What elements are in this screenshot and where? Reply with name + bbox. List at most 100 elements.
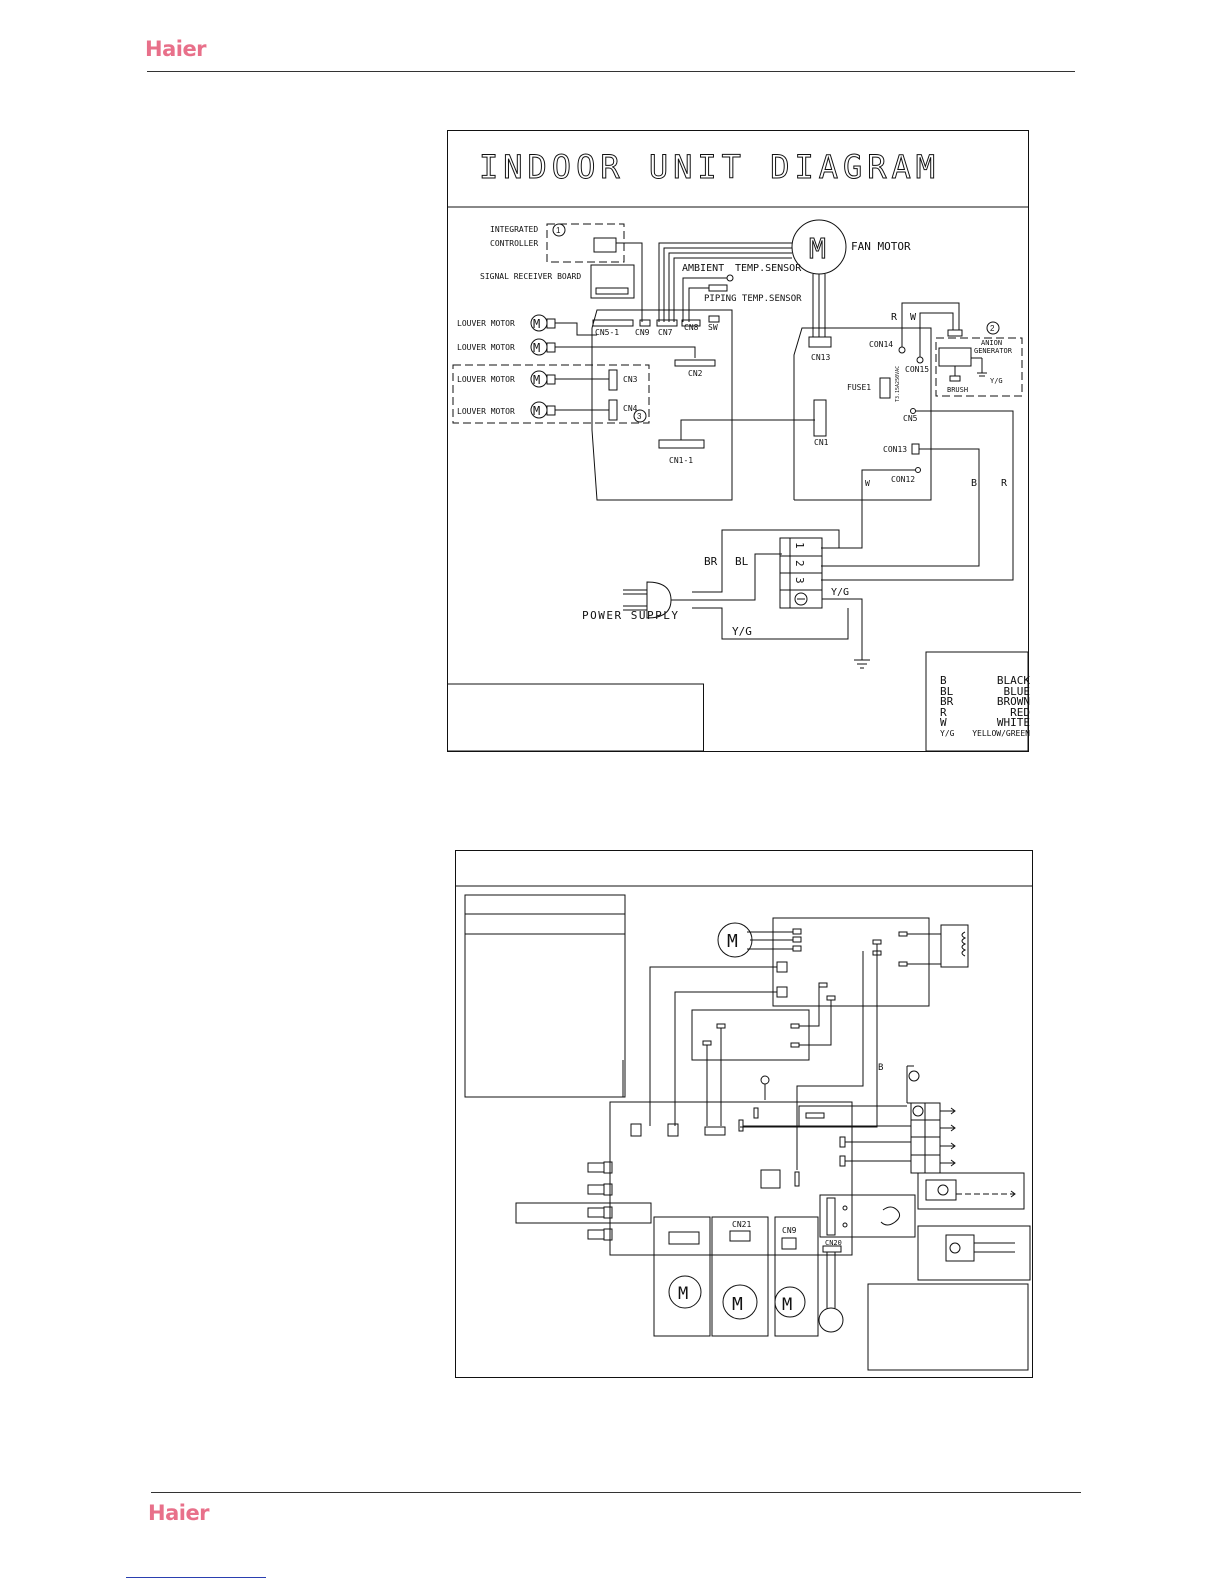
integrated-num: 1 bbox=[556, 226, 561, 235]
d2-module-2-icon bbox=[949, 1242, 961, 1254]
generator-label: GENERATOR bbox=[974, 347, 1013, 355]
terminal-1: 1 bbox=[793, 542, 806, 549]
d2-coil-module-coil bbox=[880, 1206, 901, 1226]
header-rule bbox=[147, 71, 1075, 72]
wire-label-br: BR bbox=[704, 555, 718, 568]
d2-motor-3 bbox=[774, 1286, 806, 1318]
anion-yg-label: Y/G bbox=[990, 377, 1003, 385]
d2-main-term-2 bbox=[738, 1119, 744, 1132]
wire-louver-2 bbox=[555, 346, 696, 358]
d2-middle-board-term-4 bbox=[790, 1042, 800, 1048]
d2-arrowhead-3 bbox=[950, 1142, 956, 1150]
terminal-3: 3 bbox=[793, 577, 806, 584]
d2-motor-box-3 bbox=[774, 1216, 819, 1337]
d2-module-2 bbox=[917, 1225, 1031, 1281]
d2-coil-module-dot-2 bbox=[842, 1222, 848, 1228]
d2-main-term-4 bbox=[839, 1136, 846, 1148]
d2-coil-module-dot-1 bbox=[842, 1205, 848, 1211]
d2-wire-a bbox=[649, 966, 777, 1126]
anion-generator-box bbox=[935, 337, 1023, 397]
piping-label: PIPING TEMP.SENSOR bbox=[704, 294, 802, 304]
integrated-label: INTEGRATED bbox=[490, 225, 538, 234]
anion-num: 2 bbox=[990, 324, 995, 333]
d2-main-term-3 bbox=[805, 1112, 825, 1119]
anion-connector bbox=[947, 329, 963, 337]
d2-notes-box bbox=[867, 1283, 1029, 1371]
legend-name: BLUE bbox=[1003, 684, 1031, 698]
d2-mid-wire-1 bbox=[799, 987, 820, 1027]
legend-box bbox=[925, 651, 1029, 752]
legend-code: Y/G bbox=[940, 728, 955, 738]
signal-board-label: SIGNAL RECEIVER BOARD bbox=[480, 272, 581, 281]
sw-label: SW bbox=[708, 323, 718, 332]
d2-wire-e bbox=[740, 944, 878, 1128]
cn5-label: CN5 bbox=[903, 414, 918, 423]
wire-cn9-controller bbox=[616, 242, 643, 322]
d2-fan-plug-2 bbox=[792, 936, 802, 943]
cn4-label: CN4 bbox=[623, 404, 638, 413]
con13-terminal bbox=[911, 443, 920, 455]
d2-wire-b bbox=[674, 991, 777, 1126]
wiring-diagram-2: M B bbox=[455, 850, 1033, 1378]
d2-left-conn-1a bbox=[587, 1162, 605, 1173]
left-pcb bbox=[591, 309, 733, 501]
wire-label-yg-high: Y/G bbox=[831, 587, 849, 598]
cn2-label: CN2 bbox=[688, 369, 703, 378]
d2-left-conn-3a bbox=[587, 1207, 605, 1218]
wire-label-r-top: R bbox=[891, 312, 898, 323]
d2-cn20-label: CN20 bbox=[825, 1239, 842, 1247]
d2-fan-plug-1 bbox=[792, 928, 802, 935]
fuse1-label: FUSE1 bbox=[847, 383, 871, 392]
cn9-label: CN9 bbox=[635, 328, 650, 337]
controller-label: CONTROLLER bbox=[490, 239, 538, 248]
legend-row: BL BLUE bbox=[940, 684, 1031, 698]
louver-motor-1-m: M bbox=[533, 317, 540, 331]
cn5-1-label: CN5-1 bbox=[595, 328, 619, 337]
legend-row: R RED bbox=[940, 705, 1030, 719]
d2-terminal-ground bbox=[912, 1105, 924, 1117]
legend-name: BROWN bbox=[996, 695, 1030, 709]
power-supply-label: POWER SUPPLY bbox=[582, 609, 679, 622]
louver-motor-1-label: LOUVER MOTOR bbox=[457, 319, 515, 328]
d2-middle-board-term-2 bbox=[702, 1040, 712, 1046]
right-pcb bbox=[793, 327, 932, 501]
signal-board bbox=[590, 264, 635, 299]
d2-motor-2 bbox=[722, 1284, 758, 1320]
ambient-sensor bbox=[726, 274, 734, 282]
bottom-link-underline bbox=[126, 1577, 266, 1578]
con15-terminal bbox=[916, 356, 924, 364]
cn4-num-circle bbox=[633, 409, 647, 423]
d2-module-1 bbox=[917, 1172, 1025, 1210]
footer-rule bbox=[151, 1492, 1081, 1493]
wire-br bbox=[692, 529, 840, 593]
wire-cn7-a bbox=[658, 242, 792, 322]
con12-label: CON12 bbox=[891, 475, 915, 484]
fuse1 bbox=[879, 377, 891, 399]
wire-r-cn5 bbox=[821, 410, 1014, 581]
cn8-label: CN8 bbox=[684, 323, 699, 332]
d2-arrowhead-1 bbox=[950, 1107, 956, 1115]
legend-code: R bbox=[940, 705, 947, 719]
piping-sensor bbox=[708, 284, 728, 292]
indoor-unit-diagram: INDOOR UNIT DIAGRAM INTEGRATED CONTROLLE… bbox=[447, 130, 1031, 752]
d2-main-conn-1 bbox=[630, 1123, 642, 1137]
wire-con15-anion bbox=[919, 312, 954, 357]
wire-label-yg-low: Y/G bbox=[732, 625, 752, 638]
diagram2-notes-table bbox=[464, 894, 626, 1098]
d2-main-conn-3 bbox=[704, 1126, 726, 1136]
cn1-1-label: CN1-1 bbox=[669, 456, 693, 465]
legend-code: BR bbox=[940, 695, 954, 709]
footer-logo: Haier bbox=[148, 1501, 210, 1525]
d2-motor-box-1-conn bbox=[668, 1231, 700, 1245]
legend-name: RED bbox=[1010, 705, 1030, 719]
wire-yg-supply bbox=[692, 607, 849, 640]
d2-left-conn-4a bbox=[587, 1229, 605, 1240]
legend-code: BL bbox=[940, 684, 954, 698]
legend-code: W bbox=[940, 716, 947, 730]
d2-main-chip bbox=[760, 1169, 781, 1189]
cn2-connector bbox=[674, 359, 716, 367]
d2-upper-board-conn-2 bbox=[776, 986, 788, 998]
